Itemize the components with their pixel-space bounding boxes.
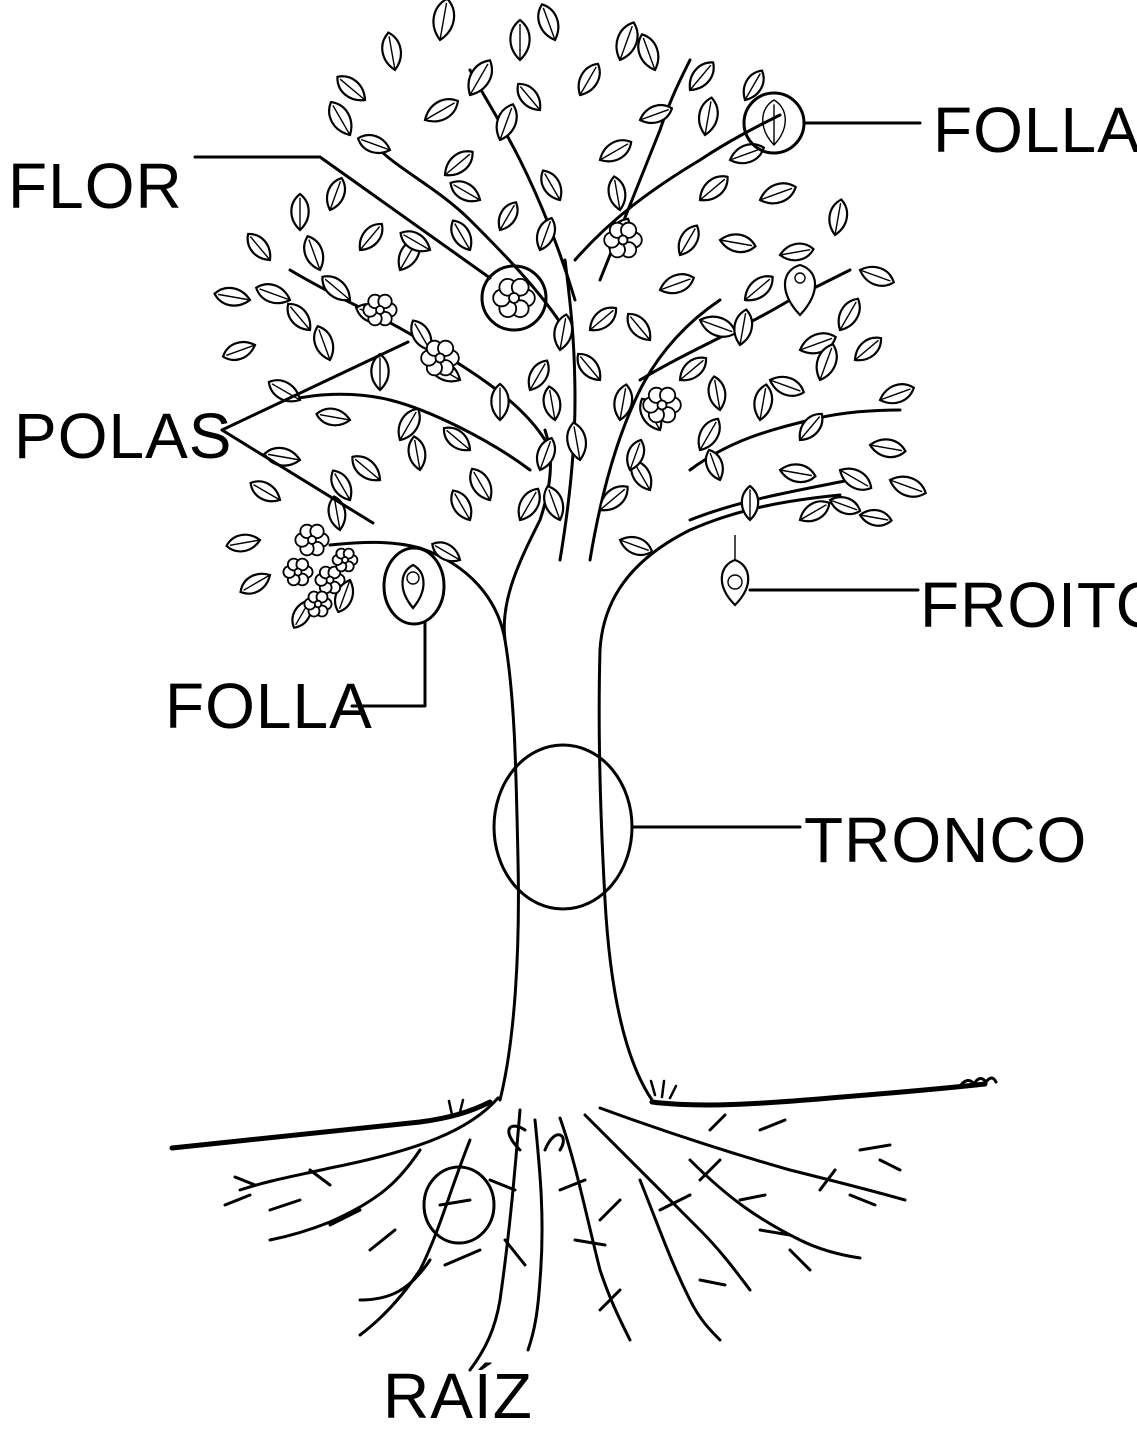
leaf-icon [420,93,462,128]
leaf-icon [779,241,815,263]
leaf-icon [253,280,293,309]
leaf-icon [532,435,559,473]
flower-icon [283,559,312,586]
leaf-icon [697,311,739,341]
leaf-icon [727,140,767,169]
leaf-icon [850,332,887,366]
flower-icon [295,525,328,556]
leaf-icon [355,131,393,158]
tronco-circle [494,745,632,909]
leaf-icon [379,31,404,72]
leaf-icon [738,66,769,104]
leaf-icon [606,175,628,211]
flower-icon [421,341,459,376]
leaf-icon [533,1,563,43]
leaf-icon [291,194,308,230]
leaf-icon [491,101,521,143]
leaf-icon [446,486,477,524]
leaf-icon [731,308,754,346]
leaf-icon [739,270,778,306]
label-raiz: RAÍZ [383,1360,533,1432]
leaf-icon [706,375,728,411]
leaf-icon [573,60,606,100]
leaf-icon [332,70,371,106]
leaf-icon [282,299,316,336]
leaf-icon [702,447,727,482]
leaf-icon [493,198,522,233]
highlight-circles [384,93,804,1243]
leaf-icon [236,568,274,599]
trunk-drawing [290,60,900,1100]
leaf-icon [877,380,917,409]
leaf-icon [868,436,906,459]
leaf-icon [315,406,351,428]
leaf-icon [430,0,457,42]
leaf-icon [354,219,388,256]
label-flor: FLOR [8,150,183,222]
leaf-icon [859,507,893,528]
leaf-icon [263,445,301,468]
leaf-icon [833,295,866,335]
flower-icon [333,549,358,572]
leaf-icon [220,337,258,364]
leaf-icon [246,476,284,507]
leaf-icon [696,96,721,137]
leaf-icon [213,285,251,308]
flower-icon [604,223,642,258]
leaf-icon [751,383,774,421]
label-folla-left: FOLLA [165,670,373,742]
leaf-icon [322,175,349,213]
leaf-icon [836,463,876,496]
leaf-icon [465,465,498,505]
label-tronco: TRONCO [804,804,1087,876]
leaf-icon [572,349,606,386]
flower-icon [643,388,681,423]
leaf-icon [300,233,329,273]
leaf-icon [439,145,478,181]
flower-icon [304,592,331,617]
leaf-icon [510,20,529,60]
leaf-icon [673,221,704,259]
leaf-icon [887,471,929,501]
leaf-icon [794,409,828,446]
leaf-icon [310,323,339,363]
label-folla-top: FOLLA [933,94,1137,166]
leaf-icon [541,385,563,421]
leaf-icon [622,309,656,346]
roots-drawing [172,1078,996,1370]
label-polas: POLAS [14,400,232,472]
leaf-icon [225,532,261,554]
leaf-icon [611,383,634,421]
leaf-icon [694,170,733,206]
raiz-circle [424,1167,494,1243]
leaf-icon [742,486,758,520]
leaf-icon [585,302,622,336]
leaf-icon [323,98,358,140]
leaf-icon [512,79,546,116]
leaf-icon [532,215,559,253]
leaf-icon [347,450,386,486]
label-froito: FROITO [920,569,1137,641]
leaf-icon [462,56,499,100]
leaf-icon [718,231,756,254]
leaf-icon [536,166,567,204]
leaf-icon [242,229,276,266]
leaf-icon [693,415,726,455]
leaf-icon [564,421,589,462]
leaf-icon [857,262,897,291]
leaf-icon [596,135,636,168]
leaf-icon [826,198,849,236]
leaf-icon [757,178,799,208]
flower-icon [493,279,535,317]
leaf-icon [406,435,428,471]
leaf-icon [657,270,697,299]
polas-leader-lower [222,430,373,523]
leaf-icon [540,483,569,523]
leaf-icon [265,375,305,408]
flower-icon [363,295,396,326]
leaf-icon [778,461,816,484]
leaf-icon [491,384,508,420]
